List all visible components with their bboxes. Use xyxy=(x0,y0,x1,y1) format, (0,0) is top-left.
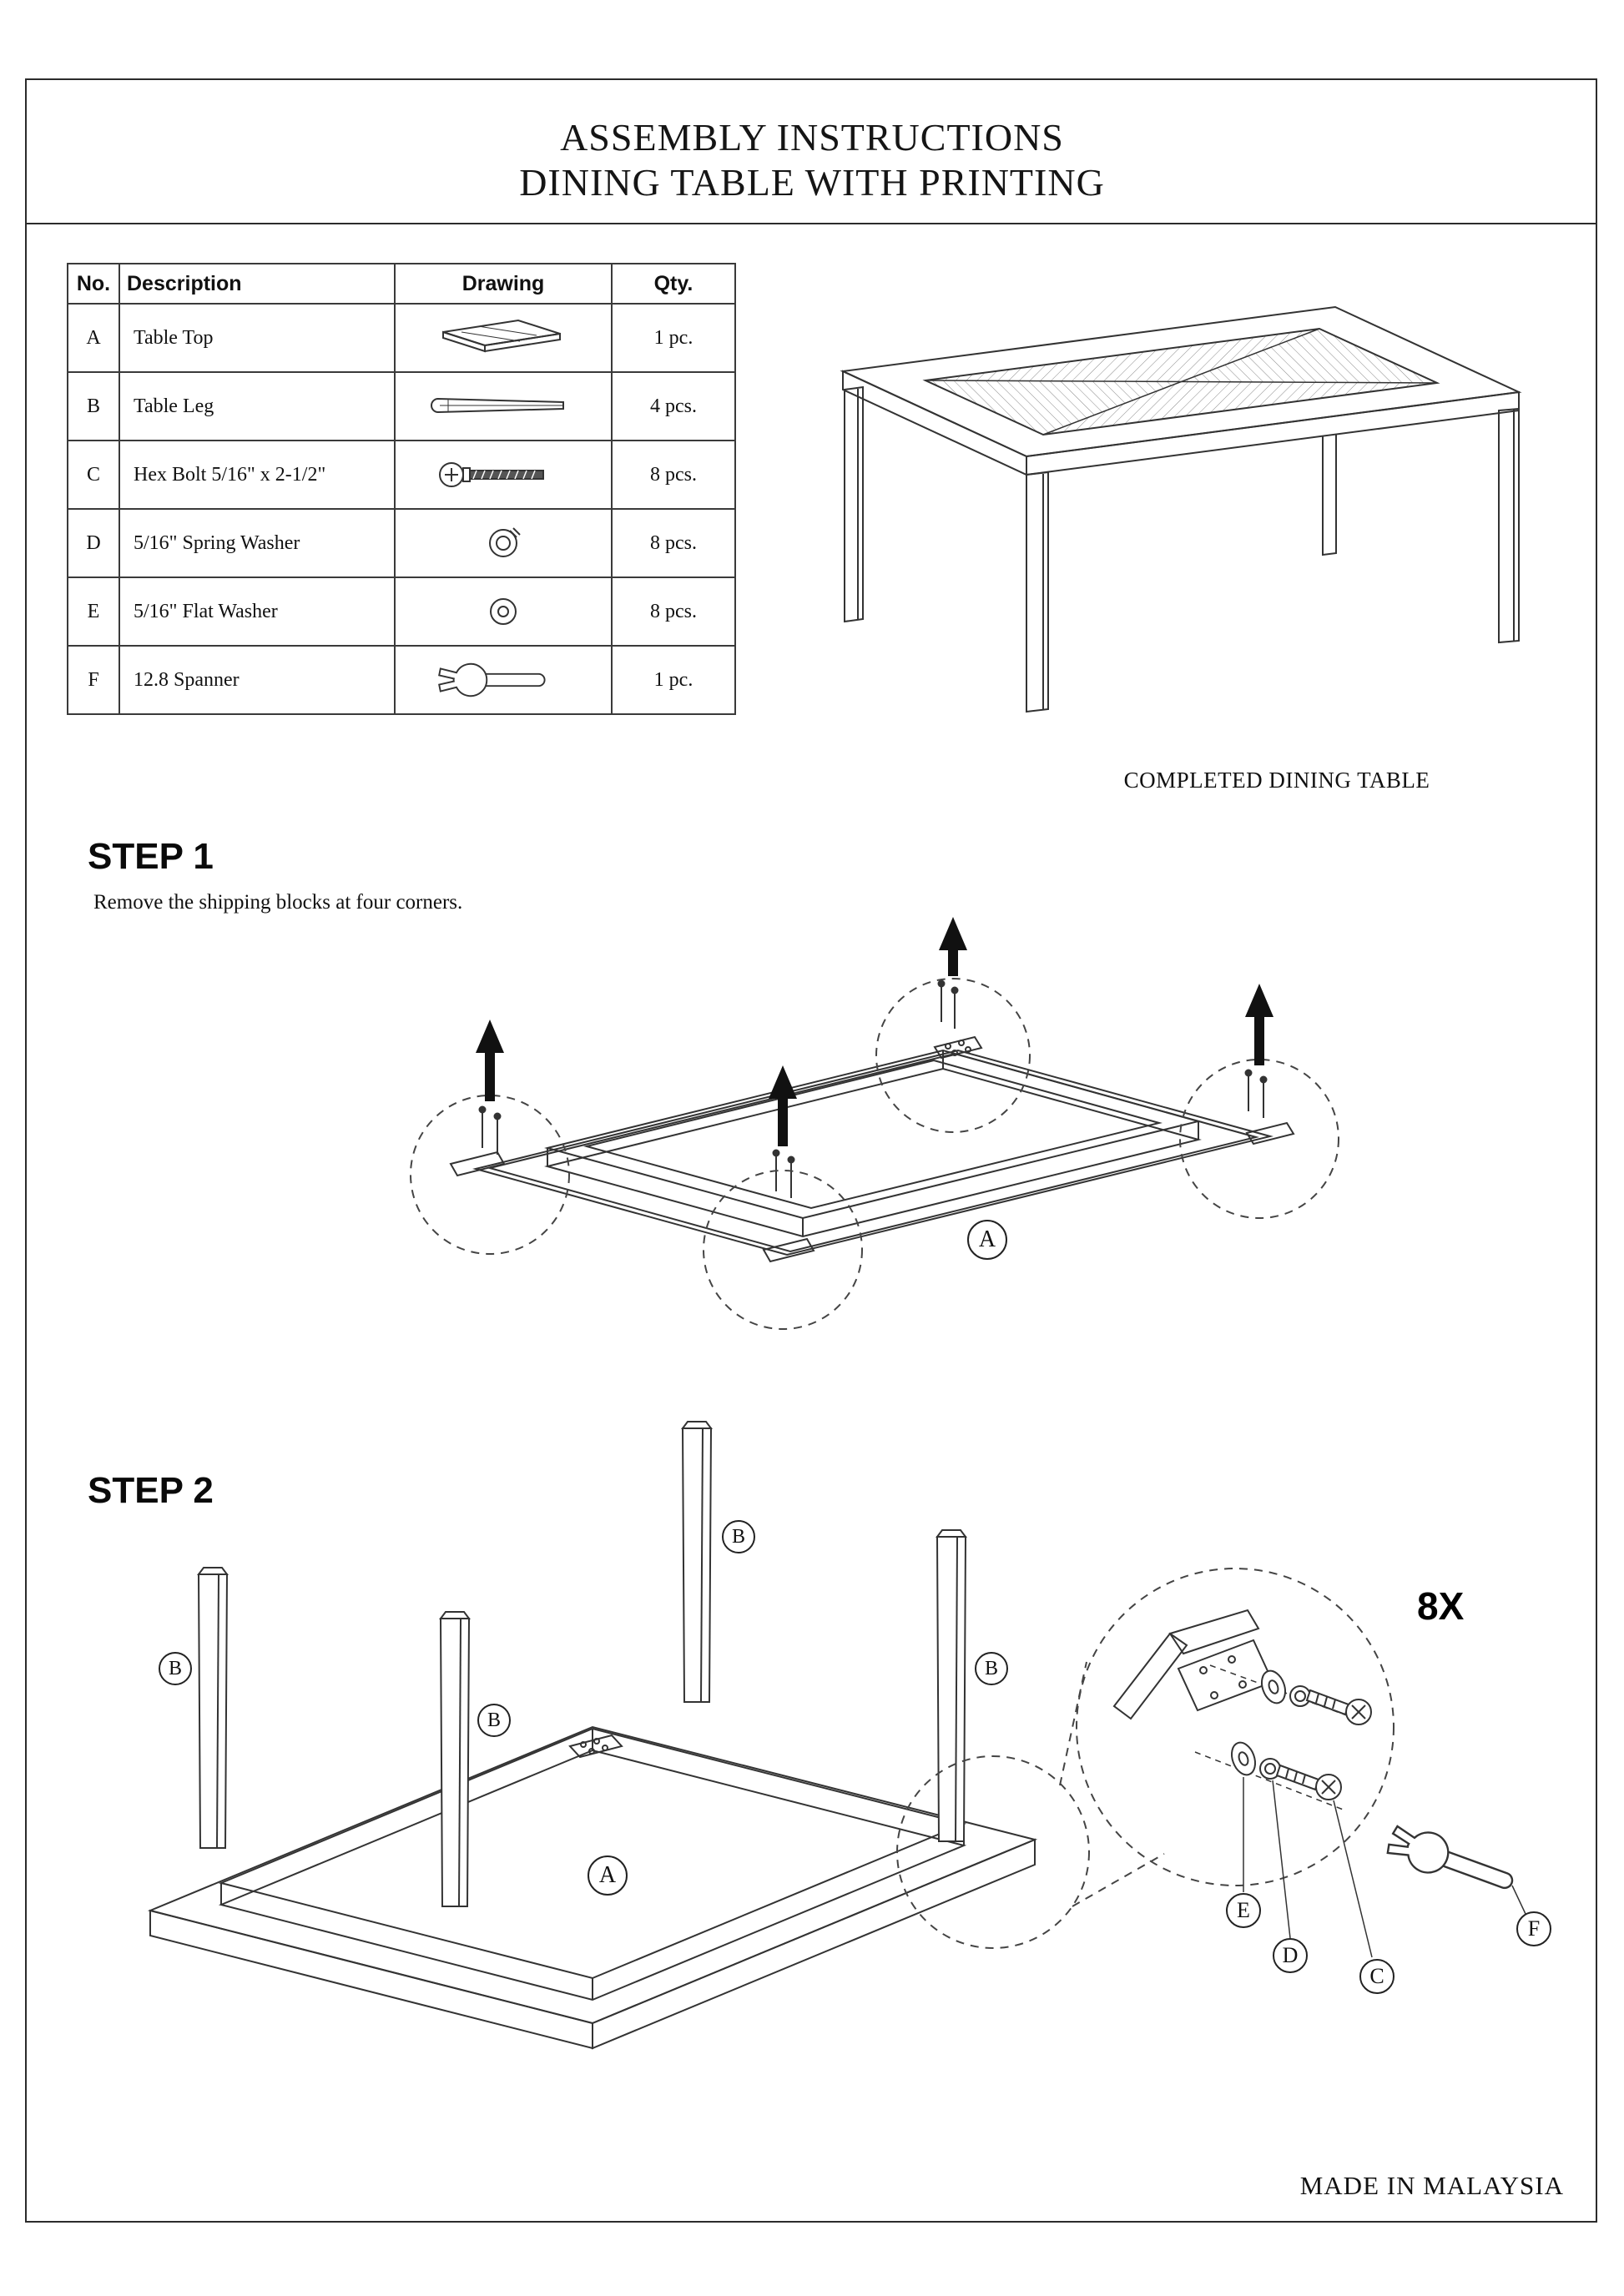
part-label-b: B xyxy=(477,1704,511,1737)
step1-instruction: Remove the shipping blocks at four corne… xyxy=(93,891,463,914)
table-row: F 12.8 Spanner 1 pc. xyxy=(67,645,736,715)
parts-table-header-row: No. Description Drawing Qty. xyxy=(67,263,736,305)
table-row: A Table Top 1 pc. xyxy=(67,303,736,373)
part-label-a-text: A xyxy=(598,1862,617,1888)
completed-table-svg xyxy=(840,305,1522,713)
part-label-b: B xyxy=(159,1652,192,1685)
hardware-count: 8X xyxy=(1417,1584,1465,1628)
zoom-circles xyxy=(896,1568,1395,1949)
made-in-label: MADE IN MALAYSIA xyxy=(1299,2171,1564,2200)
part-drawing-cell xyxy=(394,303,613,373)
part-drawing-cell xyxy=(394,508,613,578)
part-qty: 8 pcs. xyxy=(611,508,736,578)
page-border xyxy=(25,78,1597,2223)
label-leaders xyxy=(1243,1777,1526,1958)
parts-table: No. Description Drawing Qty. A Table Top xyxy=(67,263,736,715)
part-label-f: F xyxy=(1516,1911,1551,1946)
part-qty: 1 pc. xyxy=(611,303,736,373)
bolt-assembly xyxy=(1260,1669,1372,1725)
part-label-c: C xyxy=(1359,1959,1395,1994)
col-header-description: Description xyxy=(119,263,396,305)
part-qty: 4 pcs. xyxy=(611,371,736,441)
spanner-drawing xyxy=(438,662,546,697)
part-description: Hex Bolt 5/16" x 2-1/2" xyxy=(119,440,396,510)
part-label-a-text: A xyxy=(978,1226,996,1252)
part-label-b-text: B xyxy=(487,1709,501,1731)
step2-title: STEP 2 xyxy=(88,1470,214,1511)
table-row: B Table Leg 4 pcs. xyxy=(67,371,736,441)
table-leg-drawing xyxy=(431,397,564,414)
part-label-b: B xyxy=(722,1520,755,1553)
part-no: C xyxy=(67,440,120,510)
part-label-b: B xyxy=(975,1652,1008,1685)
part-no: E xyxy=(67,577,120,647)
part-no: F xyxy=(67,645,120,715)
part-description: 12.8 Spanner xyxy=(119,645,396,715)
step2-diagram: B B B B A E D C F 8X xyxy=(125,1418,1569,2052)
title-divider xyxy=(25,223,1597,224)
table-row: D 5/16" Spring Washer 8 pcs. xyxy=(67,508,736,578)
part-label-a: A xyxy=(588,1855,628,1896)
part-no: A xyxy=(67,303,120,373)
part-label-b-text: B xyxy=(168,1658,182,1679)
table-outline xyxy=(840,305,1522,713)
part-no: B xyxy=(67,371,120,441)
part-label-c-text: C xyxy=(1369,1964,1384,1988)
part-label-a: A xyxy=(967,1220,1007,1260)
completed-table-caption: COMPLETED DINING TABLE xyxy=(1123,768,1430,793)
title-line-2: DINING TABLE WITH PRINTING xyxy=(519,161,1105,204)
part-drawing-cell xyxy=(394,440,613,510)
part-label-d: D xyxy=(1273,1938,1308,1973)
shipping-blocks xyxy=(449,1035,1295,1263)
table-legs xyxy=(197,1421,967,1907)
flat-washer-drawing xyxy=(490,598,517,625)
spanner-detail xyxy=(1386,1825,1514,1890)
part-label-e-text: E xyxy=(1237,1898,1250,1922)
part-label-b-text: B xyxy=(731,1526,745,1548)
part-qty: 8 pcs. xyxy=(611,577,736,647)
corner-highlight-circles xyxy=(410,978,1339,1330)
col-header-no: No. xyxy=(67,263,120,305)
title-line-1: ASSEMBLY INSTRUCTIONS xyxy=(560,116,1064,159)
part-qty: 1 pc. xyxy=(611,645,736,715)
table-top-drawing xyxy=(442,319,561,353)
part-description: Table Leg xyxy=(119,371,396,441)
part-label-b-text: B xyxy=(984,1658,998,1679)
col-header-qty: Qty. xyxy=(611,263,736,305)
col-header-drawing: Drawing xyxy=(394,263,613,305)
removal-arrows xyxy=(476,917,1273,1146)
part-label-f-text: F xyxy=(1527,1916,1541,1941)
part-description: Table Top xyxy=(119,303,396,373)
part-label-e: E xyxy=(1226,1893,1261,1928)
part-label-d-text: D xyxy=(1282,1943,1299,1967)
table-row: E 5/16" Flat Washer 8 pcs. xyxy=(67,577,736,647)
part-no: D xyxy=(67,508,120,578)
table-row: C Hex Bolt 5/16" x 2-1/2" xyxy=(67,440,736,510)
step2-svg xyxy=(147,1421,1526,2050)
completed-table-illustration xyxy=(784,275,1552,751)
step1-diagram: A xyxy=(384,909,1385,1343)
part-drawing-cell xyxy=(394,645,613,715)
part-drawing-cell xyxy=(394,577,613,647)
part-drawing-cell xyxy=(394,371,613,441)
step1-svg xyxy=(410,917,1339,1330)
hex-bolt-drawing xyxy=(439,462,544,487)
bolt-assembly xyxy=(1230,1741,1342,1800)
shipping-screws xyxy=(478,979,1268,1198)
part-qty: 8 pcs. xyxy=(611,440,736,510)
part-description: 5/16" Flat Washer xyxy=(119,577,396,647)
spring-washer-drawing xyxy=(489,527,521,557)
document-title: ASSEMBLY INSTRUCTIONS DINING TABLE WITH … xyxy=(0,115,1624,205)
part-description: 5/16" Spring Washer xyxy=(119,508,396,578)
step1-title: STEP 1 xyxy=(88,836,214,877)
inverted-tabletop xyxy=(472,1049,1273,1256)
